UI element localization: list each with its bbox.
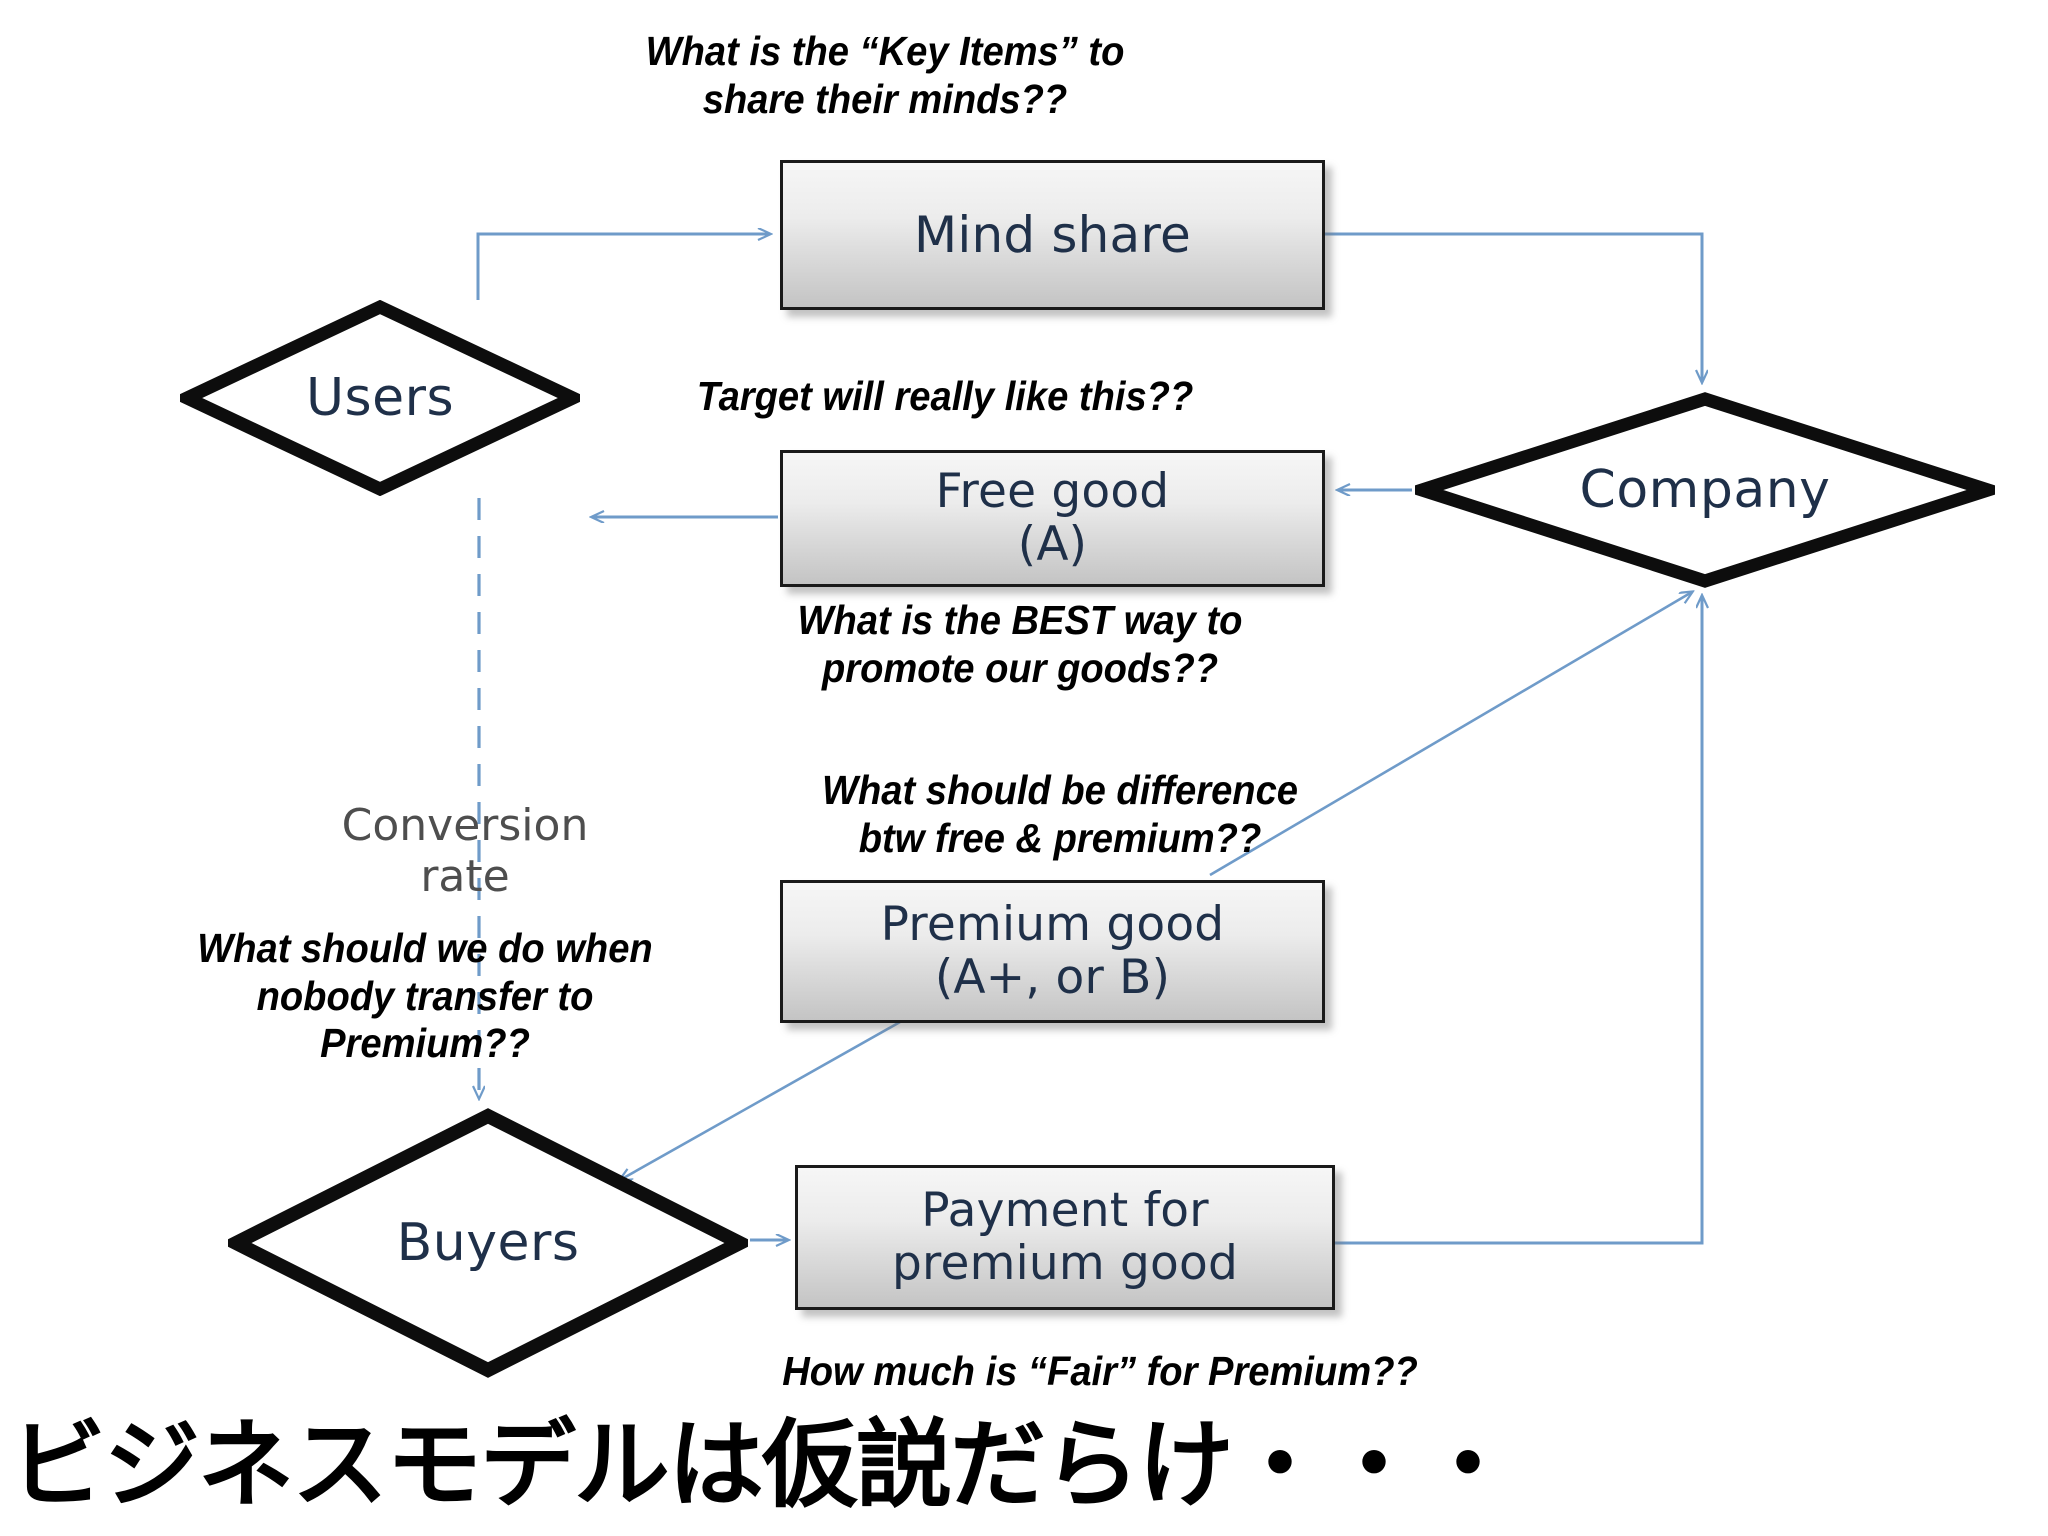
annotation-best-way: What is the BEST way to promote our good… — [797, 597, 1243, 691]
annotation-target-like: Target will really like this?? — [696, 373, 1194, 419]
edge-label-conversion-rate: Conversion rate — [341, 800, 589, 903]
node-company[interactable]: Company — [1415, 392, 1995, 588]
node-free-good-label-2: (A) — [1017, 516, 1088, 572]
node-free-good[interactable]: Free good (A) — [780, 450, 1325, 587]
caption-japanese: ビジネスモデルは仮説だらけ・・・ — [10, 1409, 1516, 1521]
diamond-shape-icon — [180, 300, 580, 496]
annotation-key-items: What is the “Key Items” to share their m… — [645, 28, 1125, 122]
node-free-good-label-1: Free good — [935, 463, 1170, 519]
node-payment-label-1: Payment for — [921, 1182, 1209, 1238]
edge-users-to-mindshare — [476, 234, 770, 300]
annotation-fair-premium: How much is “Fair” for Premium?? — [782, 1348, 1418, 1394]
diamond-shape-icon — [228, 1108, 748, 1378]
annotation-difference: What should be difference btw free & pre… — [822, 767, 1298, 861]
node-mind-share-label: Mind share — [914, 206, 1191, 264]
node-users-label: Users — [305, 368, 455, 428]
node-premium-good[interactable]: Premium good (A+, or B) — [780, 880, 1325, 1023]
node-premium-good-label-1: Premium good — [880, 896, 1225, 952]
edge-payment-to-company — [1335, 596, 1702, 1245]
node-users[interactable]: Users — [180, 300, 580, 496]
node-company-label: Company — [1579, 460, 1831, 520]
diamond-shape-icon — [1415, 392, 1995, 588]
node-mind-share[interactable]: Mind share — [780, 160, 1325, 310]
node-premium-good-label-2: (A+, or B) — [934, 949, 1171, 1005]
node-buyers[interactable]: Buyers — [228, 1108, 748, 1378]
annotation-nobody-transfer: What should we do when nobody transfer t… — [197, 925, 653, 1067]
node-payment-label-2: premium good — [892, 1235, 1238, 1291]
node-payment-for-premium-good[interactable]: Payment for premium good — [795, 1165, 1335, 1310]
node-buyers-label: Buyers — [396, 1213, 580, 1273]
edge-mindshare-to-company — [1325, 232, 1702, 382]
